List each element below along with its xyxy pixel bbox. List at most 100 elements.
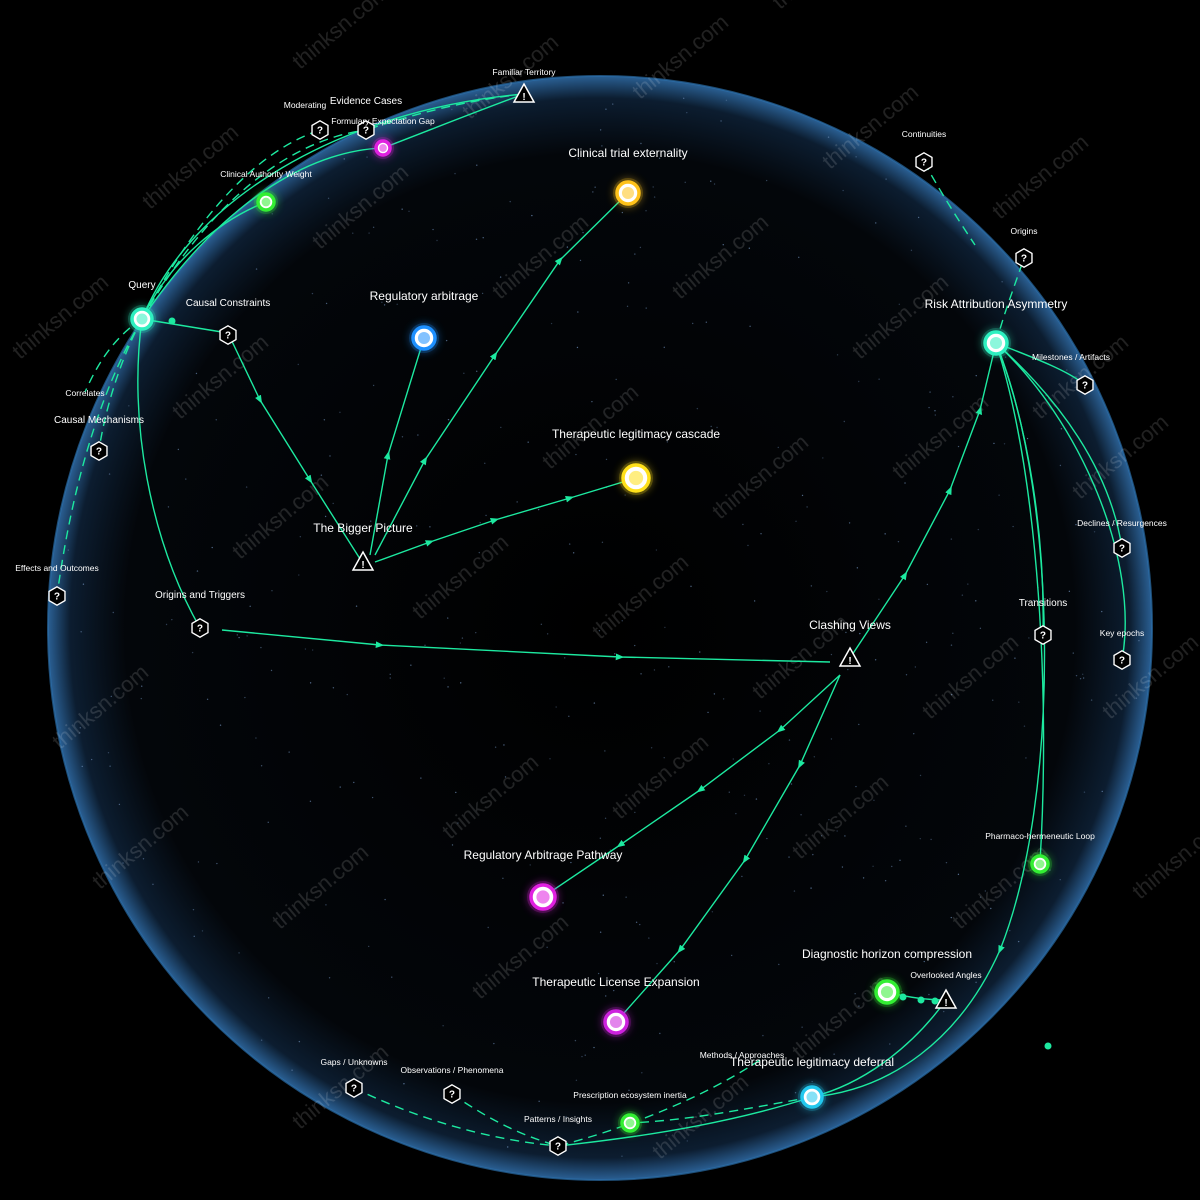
star — [546, 633, 549, 635]
node-formulary-expectation-gap[interactable] — [372, 137, 394, 159]
star — [577, 311, 579, 313]
star — [628, 1089, 630, 1092]
node-risk-attribution-asymmetry[interactable] — [981, 328, 1011, 358]
question-hex-icon[interactable] — [345, 1078, 363, 1098]
star — [461, 637, 464, 639]
star — [177, 448, 180, 451]
star — [1017, 940, 1020, 943]
star — [827, 136, 830, 138]
star — [555, 706, 557, 708]
question-hex-icon[interactable] — [549, 1136, 567, 1156]
star — [812, 853, 814, 856]
node-clinical-authority-weight[interactable] — [254, 190, 278, 214]
node-prescription-ecosystem-inertia[interactable] — [618, 1111, 642, 1135]
star — [601, 145, 603, 147]
star — [862, 877, 865, 879]
question-hex-icon[interactable] — [191, 618, 209, 638]
star — [566, 246, 569, 248]
star — [238, 952, 240, 954]
star — [572, 552, 575, 554]
watermark-text: thinksn.com — [287, 0, 393, 74]
node-label-patterns-insights: Patterns / Insights — [524, 1114, 592, 1124]
star — [747, 544, 749, 547]
star — [664, 626, 666, 629]
node-therapeutic-legitimacy-deferral[interactable] — [798, 1083, 826, 1111]
question-hex-icon[interactable] — [311, 120, 329, 140]
node-regulatory-arbitrage-pathway[interactable] — [527, 881, 559, 913]
node-clinical-trial-externality[interactable] — [613, 178, 643, 208]
node-label-moderating: Moderating — [284, 100, 327, 110]
node-label-therapeutic-license-expansion: Therapeutic License Expansion — [532, 975, 699, 989]
star — [141, 685, 143, 687]
edge-query-causal-constraints — [141, 318, 229, 334]
star — [975, 600, 977, 602]
question-hex-icon[interactable] — [1113, 538, 1131, 558]
node-therapeutic-legitimacy-cascade[interactable] — [619, 461, 653, 495]
star — [574, 1039, 577, 1042]
node-diagnostic-horizon-compression[interactable] — [872, 977, 902, 1007]
node-core — [621, 186, 635, 200]
question-hex-icon[interactable] — [1034, 625, 1052, 645]
star — [457, 822, 459, 824]
edge-familiar-evidence — [365, 93, 525, 131]
node-query[interactable] — [128, 305, 156, 333]
star — [621, 620, 623, 622]
star — [459, 642, 462, 644]
star — [778, 963, 780, 966]
question-hex-icon[interactable] — [48, 586, 66, 606]
star — [848, 522, 851, 524]
star — [720, 120, 722, 122]
star — [1032, 599, 1035, 602]
star — [443, 677, 445, 679]
question-hex-icon[interactable] — [443, 1084, 461, 1104]
star — [246, 635, 248, 637]
star — [568, 543, 571, 545]
star — [447, 686, 449, 688]
star — [1001, 281, 1003, 283]
question-hex-icon[interactable] — [915, 152, 933, 172]
star — [537, 508, 540, 511]
node-therapeutic-license-expansion[interactable] — [601, 1007, 631, 1037]
node-core — [417, 331, 431, 345]
star — [1135, 697, 1138, 699]
star — [950, 644, 953, 646]
star — [1003, 443, 1006, 445]
node-label-pharmaco-hermeneutic-loop: Pharmaco-hermeneutic Loop — [985, 831, 1095, 841]
star — [591, 400, 593, 403]
star — [898, 303, 901, 305]
star — [607, 979, 610, 982]
edge-familiar-formulary — [382, 93, 525, 149]
star — [238, 636, 240, 639]
star — [216, 862, 218, 865]
star — [1081, 673, 1084, 676]
star — [487, 926, 489, 929]
star — [122, 862, 124, 864]
edge-risk-deferral — [811, 342, 1046, 1098]
watermark-text: thinksn.com — [767, 0, 873, 14]
star — [605, 108, 607, 110]
star — [635, 921, 638, 923]
star — [768, 763, 770, 765]
star — [810, 887, 812, 889]
question-hex-icon[interactable] — [90, 441, 108, 461]
star — [481, 292, 484, 295]
edge-observations-patterns — [451, 1093, 559, 1147]
star — [383, 304, 386, 306]
star — [705, 321, 708, 323]
node-layer — [48, 83, 1131, 1156]
question-hex-icon[interactable] — [1113, 650, 1131, 670]
node-pharmaco-hermeneutic-loop[interactable] — [1028, 852, 1052, 876]
star — [484, 462, 486, 465]
star — [881, 1067, 883, 1069]
star — [442, 1025, 444, 1027]
star — [753, 600, 756, 602]
node-label-declines-resurgences: Declines / Resurgences — [1077, 518, 1167, 528]
star — [873, 799, 875, 802]
node-regulatory-arbitrage[interactable] — [409, 323, 439, 353]
question-hex-icon[interactable] — [1076, 375, 1094, 395]
star — [323, 419, 326, 421]
question-hex-icon[interactable] — [219, 325, 237, 345]
edge-deferral-patterns — [557, 1096, 813, 1147]
question-hex-icon[interactable] — [1015, 248, 1033, 268]
